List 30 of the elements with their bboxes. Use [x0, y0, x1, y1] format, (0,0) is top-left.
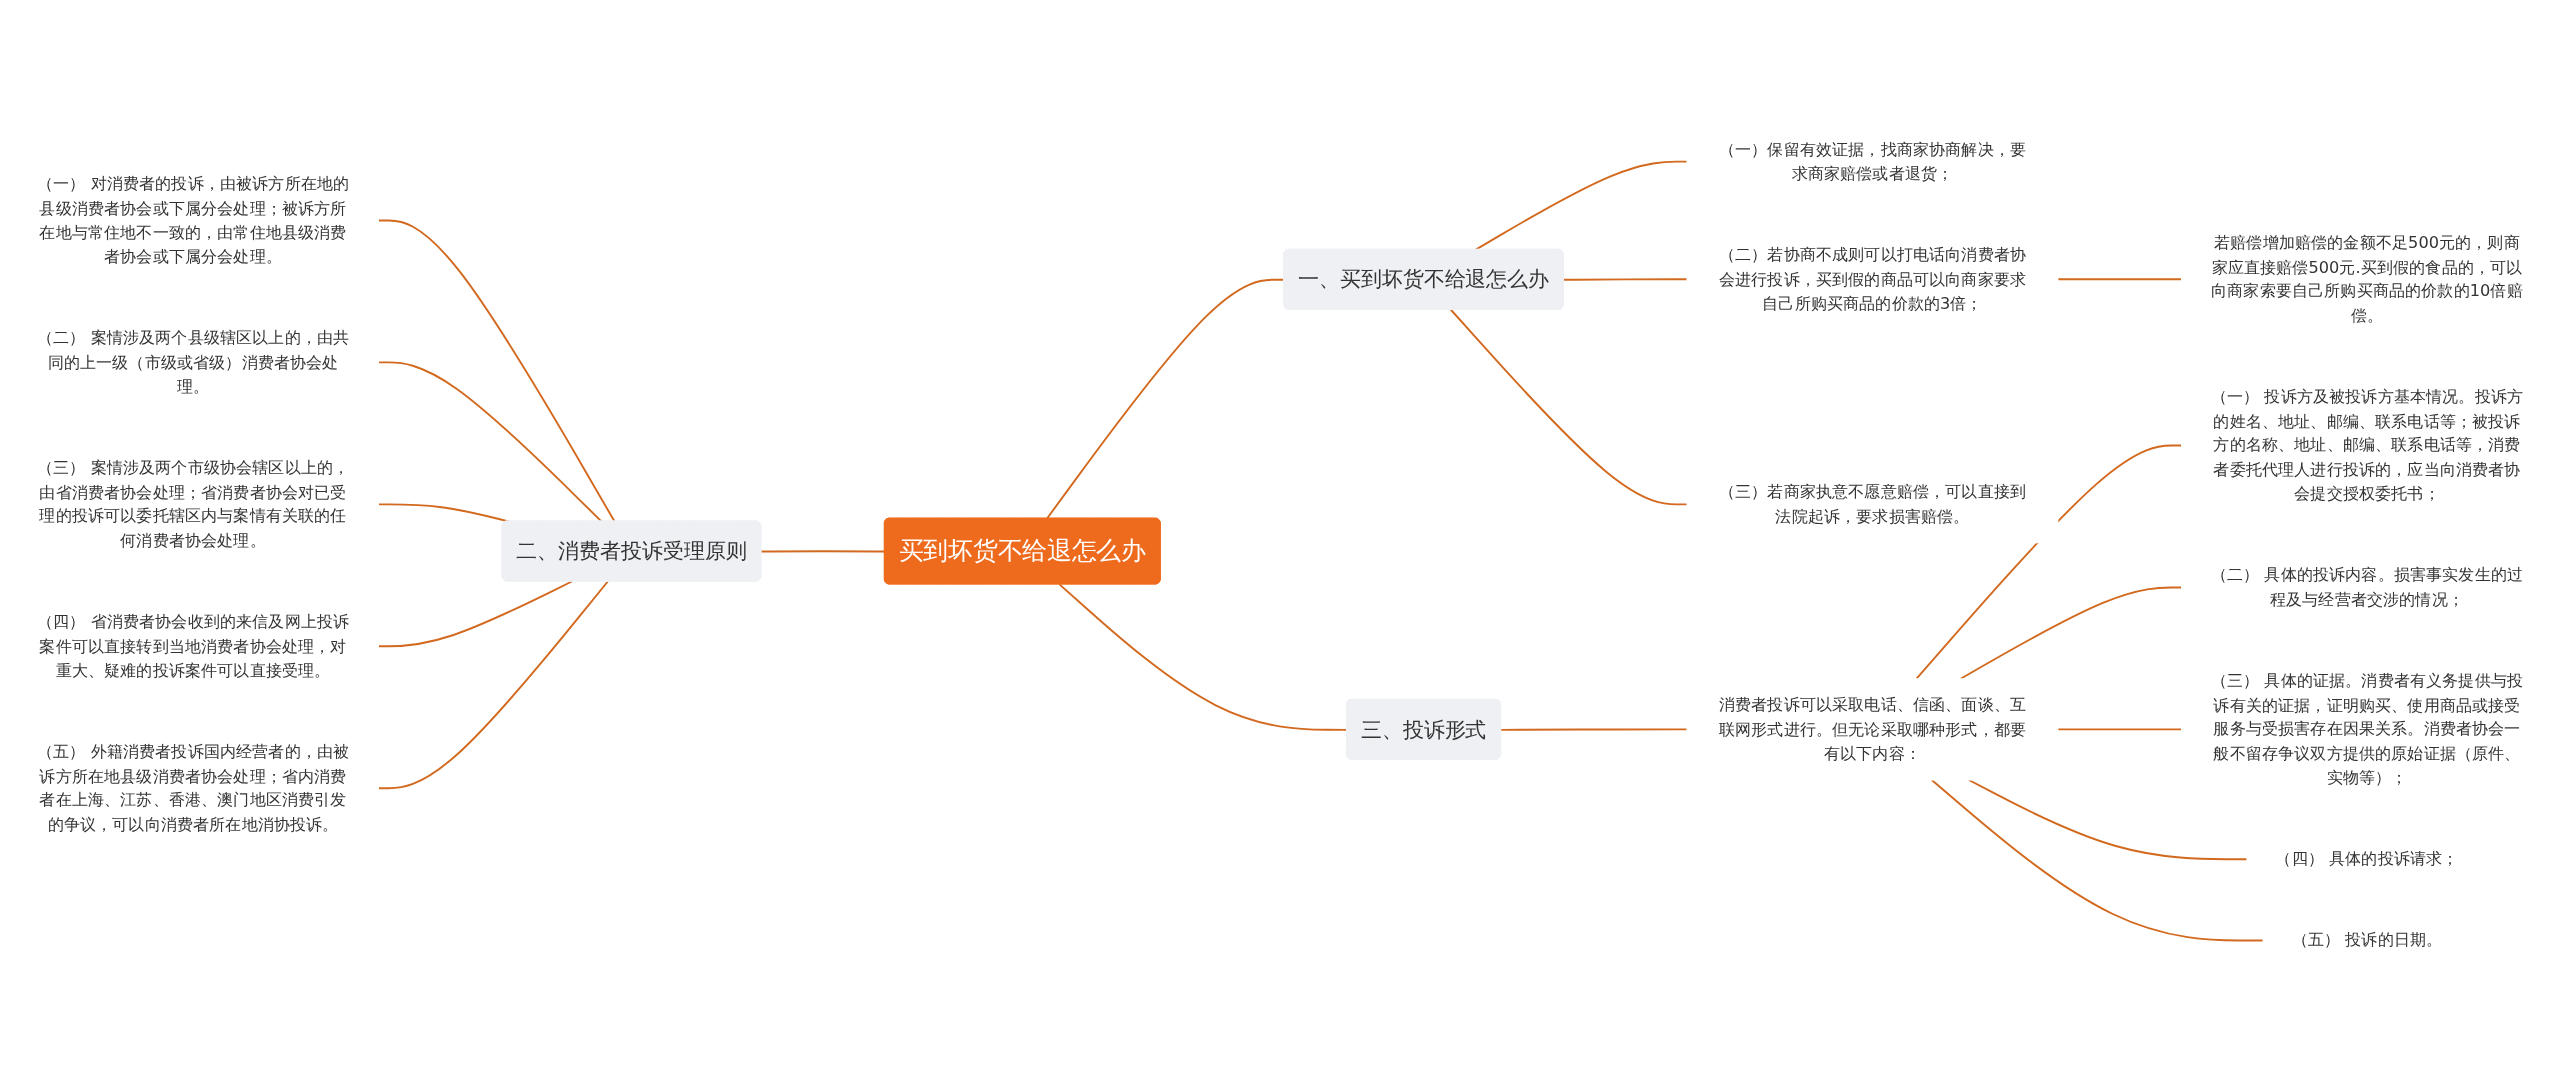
- connector: [1058, 583, 1348, 731]
- node-text: （三）若商家执意不愿意赔偿，可以直接到法院起诉，要求损害赔偿。: [1718, 482, 2027, 526]
- connector: [1474, 160, 1688, 251]
- connector: [1449, 308, 1688, 506]
- node-text: （三） 案情涉及两个市级协会辖区以上的，由省消费者协会处理；省消费者协会对已受理的投诉可以委托辖区内与案情有关联的任何消费者协会处理。: [36, 457, 350, 550]
- connector: [377, 219, 616, 523]
- node-text: （三） 具体的证据。消费者有义务提供与投诉有关的证据，证明购买、使用商品或接受服务与受损害存在因果关系。消费者协会一般不留存争议双方提供的原始证据（原件、实物等）；: [2210, 670, 2524, 787]
- node-text: 若赔偿增加赔偿的金额不足500元的，则商家应直接赔偿500元.买到假的食品的，可以向商家索要自己所购买商品的价款的10倍赔偿。: [2211, 232, 2523, 325]
- connector: [1930, 779, 2265, 942]
- node-text: （二） 案情涉及两个县级辖区以上的，由共同的上一级（市级或省级）消费者协会处理。: [36, 327, 350, 396]
- node-text: （四） 省消费者协会收到的来信及网上投诉案件可以直接转到当地消费者协会处理，对重大、疑难的投诉案件可以直接受理。: [36, 611, 350, 680]
- node-text: 消费者投诉可以采取电话、信函、面谈、互联网形式进行。但无论采取哪种形式，都要有以下内容：: [1718, 694, 2027, 763]
- connector: [760, 550, 886, 553]
- node-text: （一） 投诉方及被投诉方基本情况。投诉方的姓名、地址、邮编、联系电话等；被投诉方的名称、地址、邮编、联系电话等，消费者委托代理人进行投诉的，应当向消费者协会提交授权委托书；: [2210, 386, 2524, 503]
- connector: [377, 580, 573, 648]
- connector: [1959, 586, 2183, 680]
- connector: [1562, 278, 1688, 281]
- node-text: （四） 具体的投诉请求；: [2275, 848, 2459, 868]
- node-text: （二）若协商不成则可以打电话向消费者协会进行投诉，买到假的商品可以向商家要求自己所购买商品的价款的3倍；: [1718, 244, 2027, 313]
- node-text: （五） 投诉的日期。: [2291, 930, 2443, 950]
- connector: [377, 580, 609, 790]
- node-text: （一） 对消费者的投诉，由被诉方所在地的县级消费者协会或下属分会处理；被诉方所在地与常住地不一致的，由常住地县级消费者协会或下属分会处理。: [36, 173, 350, 266]
- connector: [2056, 728, 2183, 731]
- connector: [1500, 728, 1688, 731]
- connector: [2056, 278, 2183, 281]
- node-text: （一）保留有效证据，找商家协商解决，要求商家赔偿或者退货；: [1718, 139, 2027, 183]
- connector: [377, 361, 603, 523]
- node-text: （五） 外籍消费者投诉国内经营者的，由被诉方所在地县级消费者协会处理；省内消费者在上海、江苏、香港、澳门地区消费引发的争议，可以向消费者所在地消协投诉。: [36, 741, 350, 834]
- connector: [1915, 444, 2183, 680]
- node-text: （二） 具体的投诉内容。损害事实发生的过程及与经营者交涉的情况；: [2210, 565, 2524, 609]
